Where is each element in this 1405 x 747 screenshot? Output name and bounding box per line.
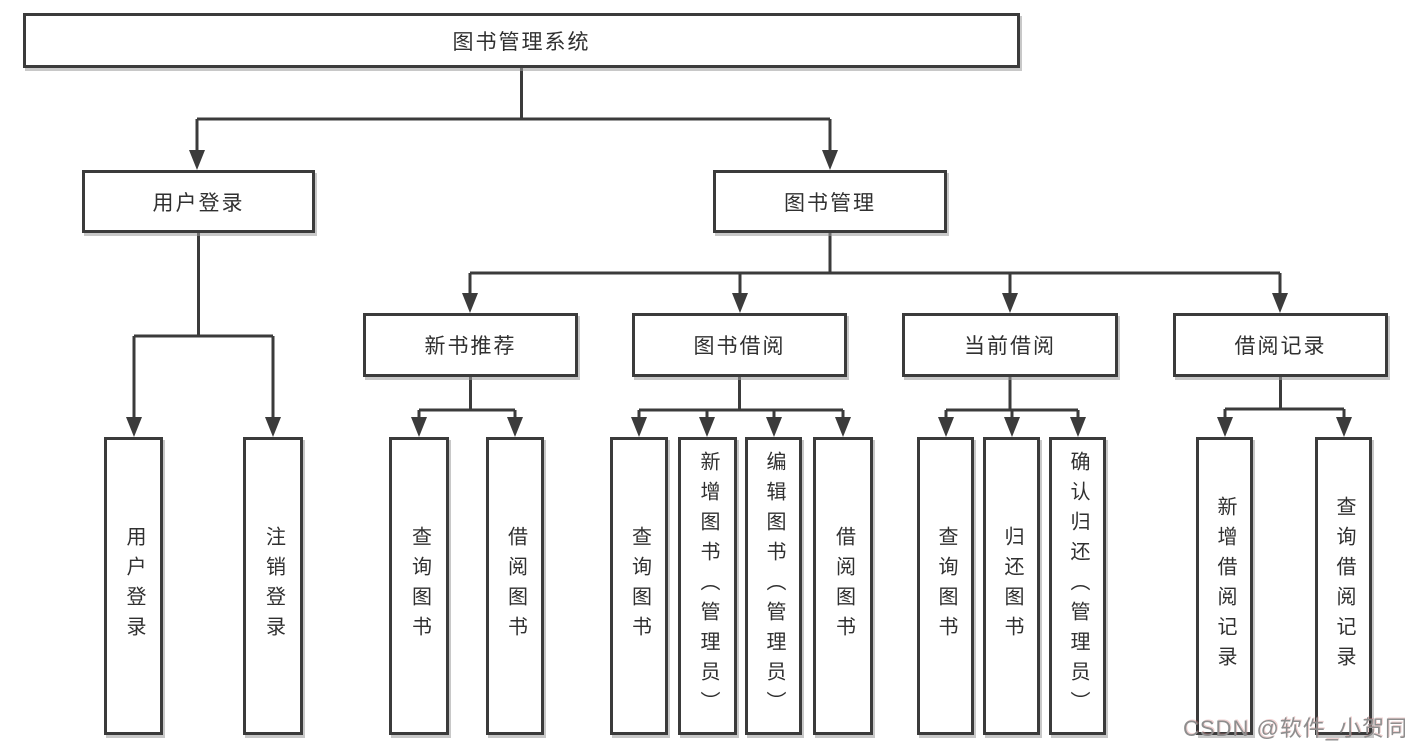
node-current-borrowing-label: 当前借阅 <box>964 335 1056 358</box>
arrowheads <box>126 150 1352 437</box>
leaf-borrowing-edit-books-admin: 编辑图书（管理员） <box>745 437 802 735</box>
leaf-login-logout-label: 注销登录 <box>262 526 285 646</box>
node-book-borrowing: 图书借阅 <box>632 313 847 377</box>
leaf-borrowing-add-books-admin: 新增图书（管理员） <box>678 437 737 735</box>
node-current-borrowing: 当前借阅 <box>902 313 1118 377</box>
node-library-management-system-label: 图书管理系统 <box>452 30 591 54</box>
leaf-login-user-login-label: 用户登录 <box>123 526 145 646</box>
leaf-borrowing-borrow-books-label: 借阅图书 <box>832 526 855 646</box>
leaf-records-add-borrow-record-label: 新增借阅记录 <box>1214 496 1236 676</box>
leaf-borrowing-query-books-label: 查询图书 <box>628 526 651 646</box>
leaf-login-logout: 注销登录 <box>243 437 303 735</box>
leaf-borrowing-borrow-books: 借阅图书 <box>813 437 873 735</box>
leaf-borrowing-query-books: 查询图书 <box>610 437 668 735</box>
leaf-recommend-query-books-label: 查询图书 <box>408 526 431 646</box>
leaf-recommend-borrow-books-label: 借阅图书 <box>504 526 527 646</box>
node-new-book-recommend-label: 新书推荐 <box>424 335 517 358</box>
node-new-book-recommend: 新书推荐 <box>363 313 578 377</box>
node-borrowing-records: 借阅记录 <box>1173 313 1388 377</box>
leaf-current-query-books: 查询图书 <box>917 437 974 735</box>
node-book-management-label: 图书管理 <box>784 191 876 215</box>
node-borrowing-records-label: 借阅记录 <box>1234 335 1327 358</box>
node-library-management-system: 图书管理系统 <box>23 13 1020 68</box>
leaf-current-confirm-return-admin: 确认归还（管理员） <box>1049 437 1106 735</box>
leaf-records-query-borrow-record-label: 查询借阅记录 <box>1333 496 1355 676</box>
connector-segments <box>132 66 1346 418</box>
leaf-records-add-borrow-record: 新增借阅记录 <box>1196 437 1253 735</box>
leaf-current-return-books: 归还图书 <box>983 437 1040 735</box>
leaf-current-confirm-return-admin-label: 确认归还（管理员） <box>1067 451 1089 721</box>
leaf-borrowing-add-books-admin-label: 新增图书（管理员） <box>697 451 719 721</box>
leaf-recommend-borrow-books: 借阅图书 <box>486 437 544 735</box>
leaf-records-query-borrow-record: 查询借阅记录 <box>1315 437 1372 735</box>
csdn-watermark: CSDN @软件_小贺同学 <box>1183 716 1405 741</box>
node-user-login-label: 用户登录 <box>152 191 245 215</box>
leaf-current-query-books-label: 查询图书 <box>935 526 957 646</box>
node-book-management: 图书管理 <box>713 170 947 233</box>
node-user-login: 用户登录 <box>82 170 315 233</box>
leaf-borrowing-edit-books-admin-label: 编辑图书（管理员） <box>763 451 785 721</box>
leaf-current-return-books-label: 归还图书 <box>1001 526 1023 646</box>
node-book-borrowing-label: 图书借阅 <box>693 335 786 358</box>
leaf-recommend-query-books: 查询图书 <box>389 437 449 735</box>
leaf-login-user-login: 用户登录 <box>104 437 163 735</box>
